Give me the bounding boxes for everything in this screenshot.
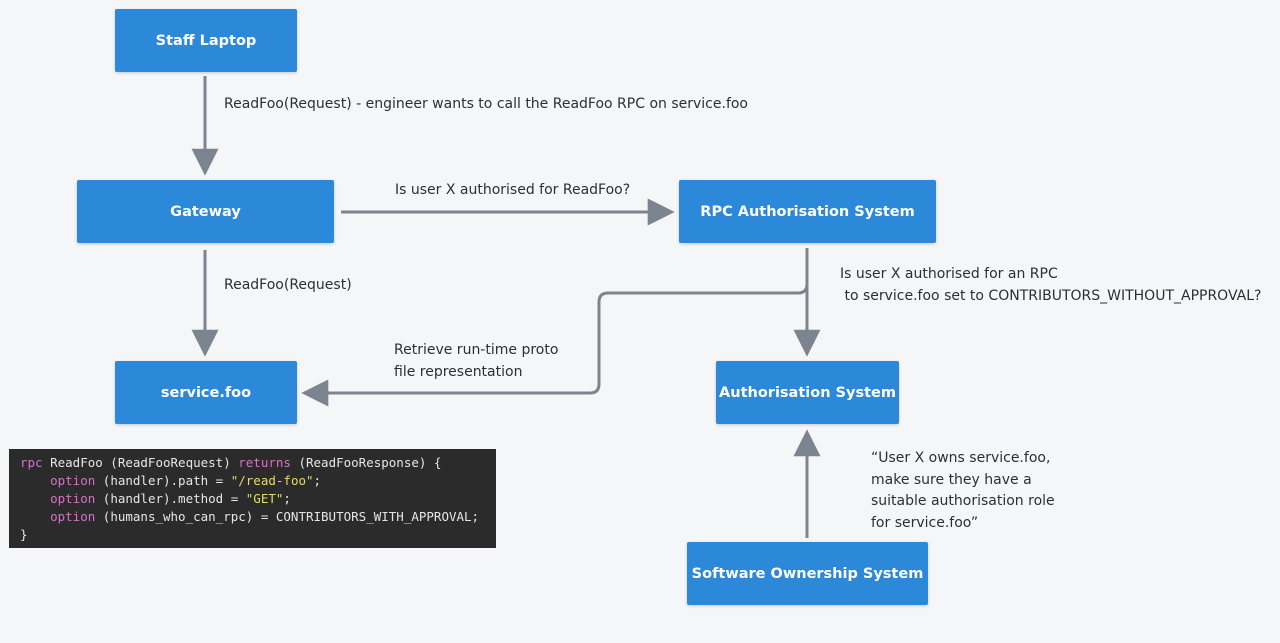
edge-label-rpc-auth-to-auth-system: Is user X authorised for an RPC to servi… <box>840 266 1262 304</box>
staff-laptop-node[interactable]: Staff Laptop <box>115 9 297 72</box>
code-indent <box>20 509 50 524</box>
code-keyword: option <box>50 509 96 524</box>
code-keyword: returns <box>238 455 291 470</box>
authorisation-system-label: Authorisation System <box>719 384 896 401</box>
code-text: ; <box>283 491 291 506</box>
code-string: "/read-foo" <box>230 473 314 488</box>
edge-label-gateway-to-rpc-auth: Is user X authorised for ReadFoo? <box>395 182 631 198</box>
code-text: } <box>20 527 28 542</box>
software-ownership-system-node[interactable]: Software Ownership System <box>687 542 928 605</box>
code-text: (ReadFooResponse) { <box>290 455 442 470</box>
service-foo-node[interactable]: service.foo <box>115 361 297 424</box>
gateway-node[interactable]: Gateway <box>77 180 334 243</box>
code-line-5: } <box>20 527 28 542</box>
code-keyword: option <box>50 491 96 506</box>
gateway-label: Gateway <box>170 203 241 220</box>
code-line-1: rpc ReadFoo (ReadFooRequest) returns (Re… <box>20 455 441 470</box>
code-text: ; <box>313 473 322 488</box>
rpc-authorisation-system-label: RPC Authorisation System <box>700 203 915 220</box>
edge-label-laptop-to-gateway: ReadFoo(Request) - engineer wants to cal… <box>224 96 749 112</box>
code-keyword: rpc <box>20 455 43 470</box>
code-string: "GET" <box>245 491 284 506</box>
code-line-4: option (humans_who_can_rpc) = CONTRIBUTO… <box>20 509 479 524</box>
code-line-3: option (handler).method = "GET"; <box>20 491 291 506</box>
code-text: ReadFoo (ReadFooRequest) <box>42 455 239 470</box>
staff-laptop-label: Staff Laptop <box>155 32 257 49</box>
edge-label-gateway-to-service: ReadFoo(Request) <box>224 277 352 293</box>
code-line-2: option (handler).path = "/read-foo"; <box>20 473 321 488</box>
code-text: (humans_who_can_rpc) = CONTRIBUTORS_WITH… <box>95 509 480 524</box>
authorisation-system-node[interactable]: Authorisation System <box>716 361 899 424</box>
proto-code-snippet: rpc ReadFoo (ReadFooRequest) returns (Re… <box>9 449 496 548</box>
rpc-authorisation-system-node[interactable]: RPC Authorisation System <box>679 180 936 243</box>
edge-label-ownership-to-auth-system: “User X owns service.foo, make sure they… <box>871 450 1055 531</box>
software-ownership-system-label: Software Ownership System <box>691 565 924 582</box>
edge-label-rpc-auth-to-service: Retrieve run-time proto file representat… <box>394 342 559 380</box>
service-foo-label: service.foo <box>160 384 252 401</box>
code-text: (handler).path = <box>95 473 231 488</box>
code-indent <box>20 491 50 506</box>
arrow-rpc-auth-to-service <box>301 248 809 407</box>
code-text: (handler).method = <box>95 491 246 506</box>
code-indent <box>20 473 50 488</box>
code-keyword: option <box>50 473 96 488</box>
